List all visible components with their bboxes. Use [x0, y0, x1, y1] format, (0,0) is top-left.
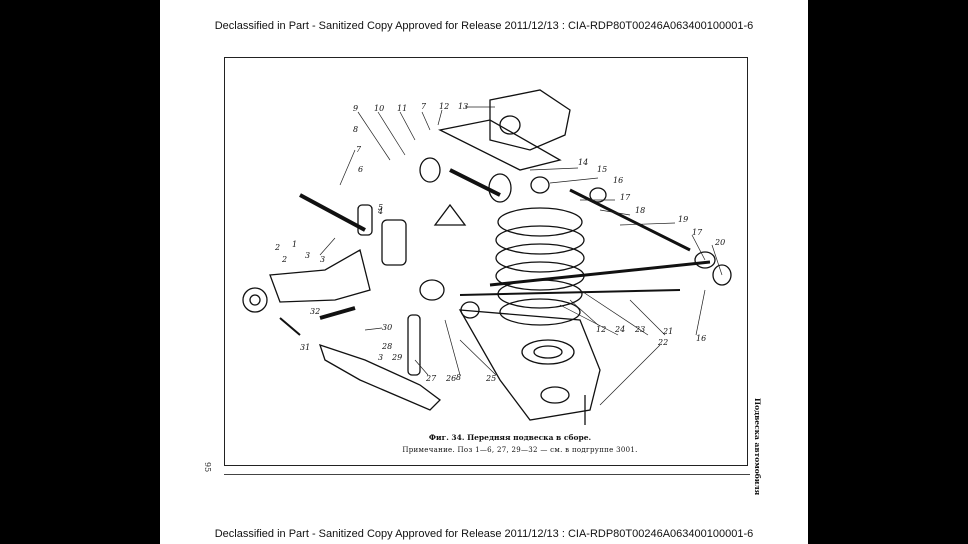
part-label: 13	[458, 102, 468, 111]
part-label: 22	[657, 338, 668, 347]
part-label: 19	[678, 215, 688, 224]
part-label: 28	[381, 342, 392, 351]
part-label: 5	[378, 203, 383, 212]
part-label: 1	[292, 240, 297, 249]
part-label: 30	[382, 323, 392, 332]
rods	[279, 168, 711, 336]
steering-knuckle	[242, 249, 441, 411]
part-label: 20	[714, 238, 725, 247]
part-label: 24	[614, 325, 625, 334]
part-label: 26	[445, 374, 456, 383]
part-label: 32	[310, 307, 320, 316]
part-label: 23	[634, 325, 645, 334]
part-label: 12	[439, 102, 449, 111]
part-label: 31	[300, 343, 310, 352]
part-label: 12	[596, 325, 606, 334]
part-label: 7	[421, 102, 427, 111]
running-head: Подвеска автомобиля	[753, 398, 762, 496]
part-label: 10	[374, 104, 384, 113]
document-page: Declassified in Part - Sanitized Copy Ap…	[160, 0, 808, 544]
part-label: 14	[578, 158, 588, 167]
leader-lines	[319, 106, 723, 406]
page-number: 95	[203, 462, 212, 473]
declassification-banner-top: Declassified in Part - Sanitized Copy Ap…	[214, 20, 754, 32]
part-label: 9	[353, 104, 358, 113]
part-label: 3	[378, 353, 383, 362]
page-rule	[224, 474, 750, 475]
part-label: 7	[356, 145, 362, 154]
part-label: 11	[397, 104, 407, 113]
part-label: 2	[281, 255, 287, 264]
bushings	[357, 157, 732, 376]
part-label: 25	[485, 374, 496, 383]
part-label: 17	[692, 228, 703, 237]
suspension-exploded-drawing: 1 2 3 4 5 6 7 8 9 10 11 7 12 13 14 15 16…	[242, 89, 732, 425]
part-label: 4	[377, 207, 383, 216]
part-label: 16	[696, 334, 706, 343]
figure-frame	[224, 57, 748, 466]
upper-arm-housing	[438, 89, 571, 171]
declassification-banner-bottom: Declassified in Part - Sanitized Copy Ap…	[214, 528, 754, 540]
part-label: 3	[320, 255, 325, 264]
part-number-labels: 1 2 3 4 5 6 7 8 9 10 11 7 12 13 14 15 16…	[274, 102, 725, 383]
coil-spring	[495, 207, 585, 326]
figure-caption: Фиг. 34. Передняя подвеска в сборе.	[428, 433, 592, 442]
part-label: 8	[456, 373, 461, 382]
figure-note: Примечание. Поз 1—6, 27, 29—32 — см. в п…	[402, 446, 638, 454]
part-label: 16	[613, 176, 623, 185]
part-label: 27	[425, 374, 437, 383]
part-label: 18	[635, 206, 645, 215]
part-label: 17	[620, 193, 631, 202]
lower-control-arm	[458, 309, 601, 425]
part-label: 3	[305, 251, 310, 260]
part-label: 2	[274, 243, 280, 252]
part-label: 21	[662, 327, 673, 336]
part-label: 6	[358, 165, 363, 174]
part-label: 15	[597, 165, 607, 174]
part-label: 8	[353, 125, 358, 134]
part-label: 29	[391, 353, 402, 362]
